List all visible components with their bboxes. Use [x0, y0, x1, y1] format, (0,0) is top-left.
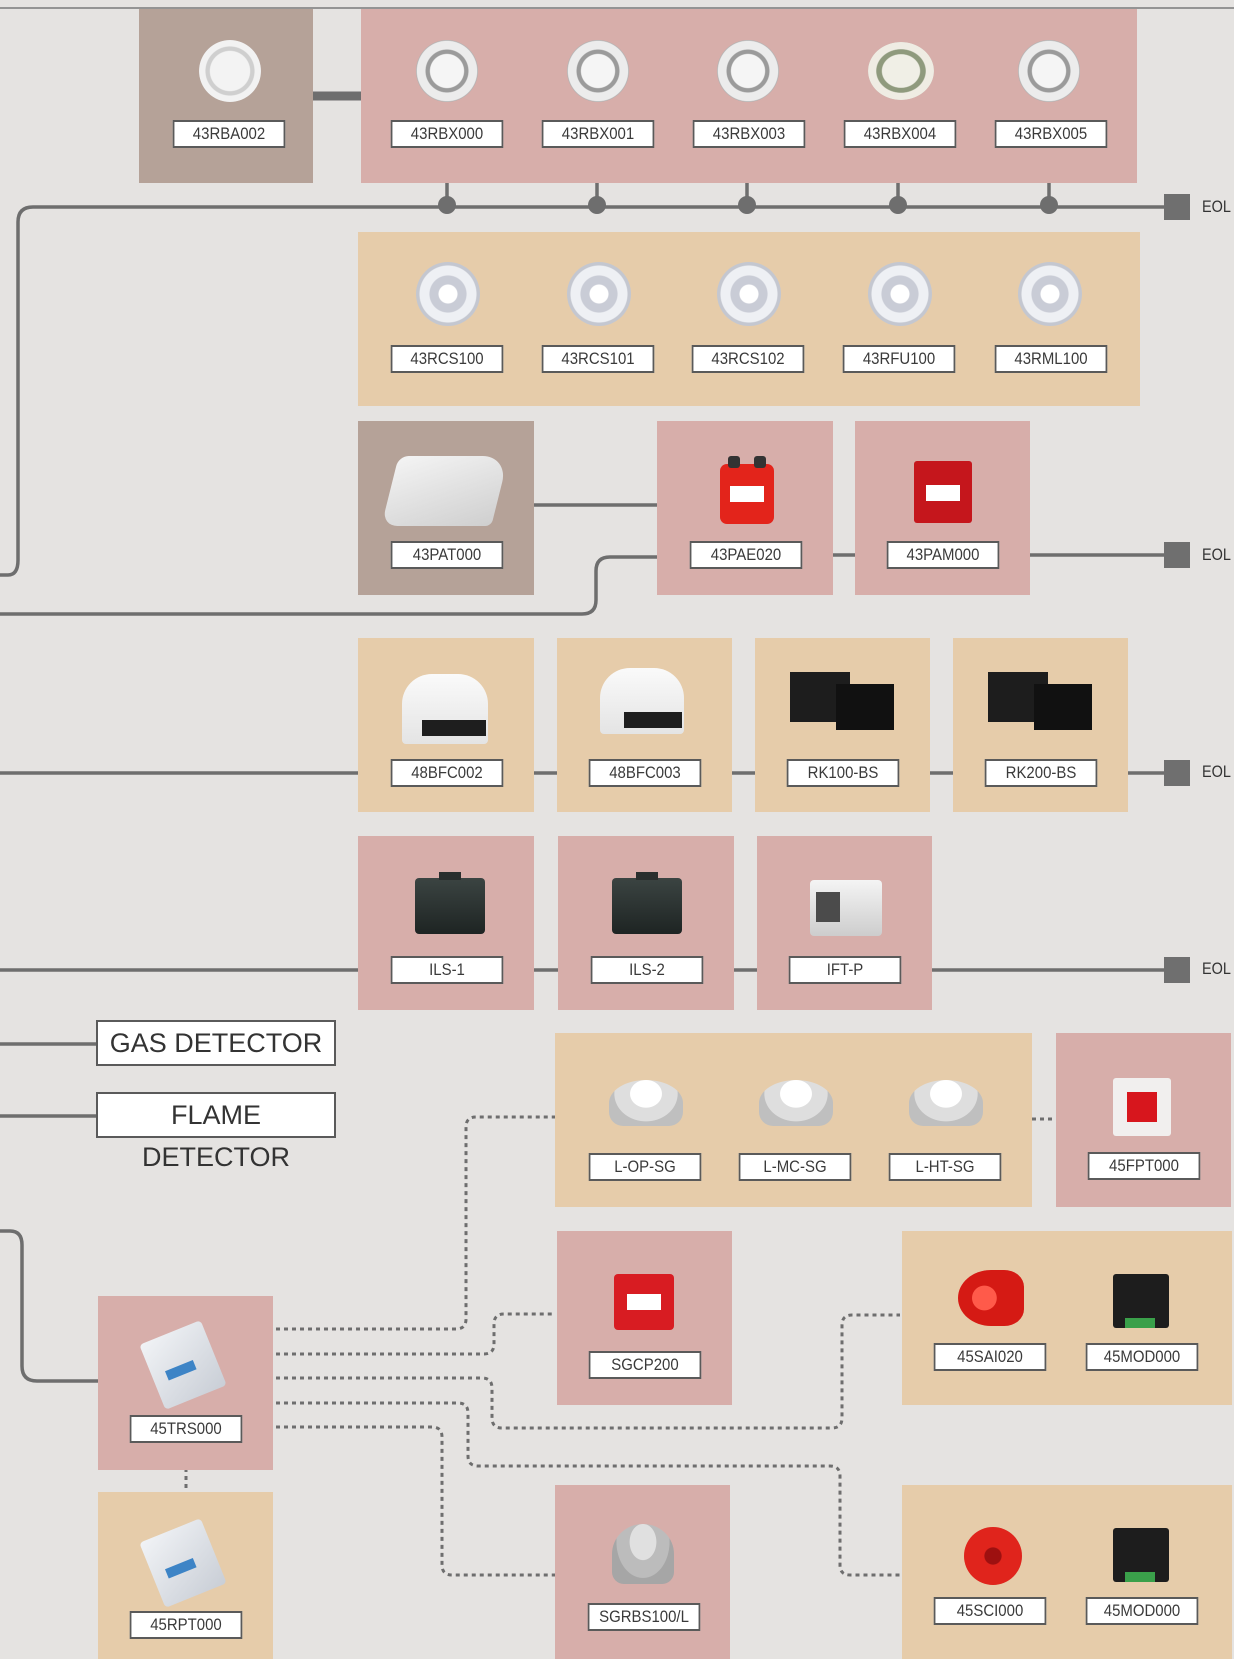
reflector-icon [836, 684, 894, 730]
reflector-icon [1034, 684, 1092, 730]
product-label: 43RCS100 [391, 345, 504, 373]
interface-module-icon [810, 880, 882, 936]
product-label: RK200-BS [985, 759, 1098, 787]
product-label: 45RPT000 [130, 1611, 243, 1639]
sounder-base-icon [612, 1524, 674, 1584]
product-label: 48BFC002 [391, 759, 504, 787]
manual-call-point-icon [614, 1274, 674, 1330]
product-label: 43RBX004 [844, 120, 957, 148]
product-label: 43RBX005 [995, 120, 1108, 148]
product-label: 43RBA002 [173, 120, 286, 148]
gas-detector-label[interactable]: GAS DETECTOR [96, 1020, 336, 1066]
interface-module-icon [612, 878, 682, 934]
smoke-sensor-icon [416, 262, 480, 326]
sounder-icon [964, 1527, 1022, 1585]
wireless-detector-icon [909, 1080, 983, 1126]
detector-base-icon [567, 40, 629, 102]
beam-detector-icon [600, 668, 684, 734]
wireless-detector-icon [609, 1080, 683, 1126]
wireless-detector-icon [759, 1080, 833, 1126]
sounder-icon [958, 1270, 1024, 1326]
smoke-sensor-icon [717, 262, 781, 326]
product-label: ILS-1 [391, 956, 504, 984]
product-label: L-HT-SG [889, 1153, 1002, 1181]
product-label: L-MC-SG [739, 1153, 852, 1181]
product-label: 43RBX000 [391, 120, 504, 148]
eol-terminator [1164, 542, 1190, 568]
beam-detector-icon [402, 674, 488, 744]
product-label: 43RBX001 [542, 120, 655, 148]
product-label: 43PAM000 [887, 541, 1000, 569]
wireless-call-point-icon [1113, 1078, 1171, 1136]
product-label: 43PAE020 [690, 541, 803, 569]
product-label: L-OP-SG [589, 1153, 702, 1181]
smoke-sensor-icon [868, 262, 932, 326]
eol-label: EOL [1202, 197, 1231, 217]
product-label: 43RBX003 [693, 120, 806, 148]
eol-label: EOL [1202, 545, 1231, 565]
product-label: 45SAI020 [934, 1343, 1047, 1371]
eol-label: EOL [1202, 959, 1231, 979]
product-label: 43RCS102 [692, 345, 805, 373]
detector-base-icon [199, 40, 261, 102]
product-label: 43PAT000 [391, 541, 504, 569]
interface-module-icon [415, 878, 485, 934]
product-label: ILS-2 [591, 956, 704, 984]
product-label: 45TRS000 [130, 1415, 243, 1443]
smoke-sensor-icon [1018, 262, 1082, 326]
detector-base-icon [416, 40, 478, 102]
detector-base-icon [1018, 40, 1080, 102]
io-module-icon [1113, 1528, 1169, 1582]
product-label: 45MOD000 [1086, 1597, 1199, 1625]
eol-terminator [1164, 957, 1190, 983]
product-label: IFT-P [789, 956, 902, 984]
manual-call-point-icon [914, 461, 972, 523]
product-label: 45FPT000 [1088, 1152, 1201, 1180]
product-label: 48BFC003 [589, 759, 702, 787]
detector-base-icon [717, 40, 779, 102]
product-label: SGCP200 [589, 1351, 702, 1379]
io-module-icon [1113, 1274, 1169, 1328]
detector-base-icon [868, 42, 934, 100]
manual-call-point-icon [720, 464, 774, 524]
product-label: RK100-BS [787, 759, 900, 787]
wireless-sounder-group-2 [902, 1485, 1232, 1659]
flame-detector-label[interactable]: FLAME DETECTOR [96, 1092, 336, 1138]
product-label: SGRBS100/L [588, 1603, 701, 1631]
product-label: 45MOD000 [1086, 1343, 1199, 1371]
eol-terminator [1164, 194, 1190, 220]
product-label: 43RCS101 [542, 345, 655, 373]
eol-label: EOL [1202, 762, 1231, 782]
product-label: 43RFU100 [843, 345, 956, 373]
product-label: 43RML100 [995, 345, 1108, 373]
protective-cover-icon [381, 456, 508, 526]
wireless-sounder-group-1 [902, 1231, 1232, 1405]
product-label: 45SCI000 [934, 1597, 1047, 1625]
smoke-sensor-icon [567, 262, 631, 326]
eol-terminator [1164, 760, 1190, 786]
